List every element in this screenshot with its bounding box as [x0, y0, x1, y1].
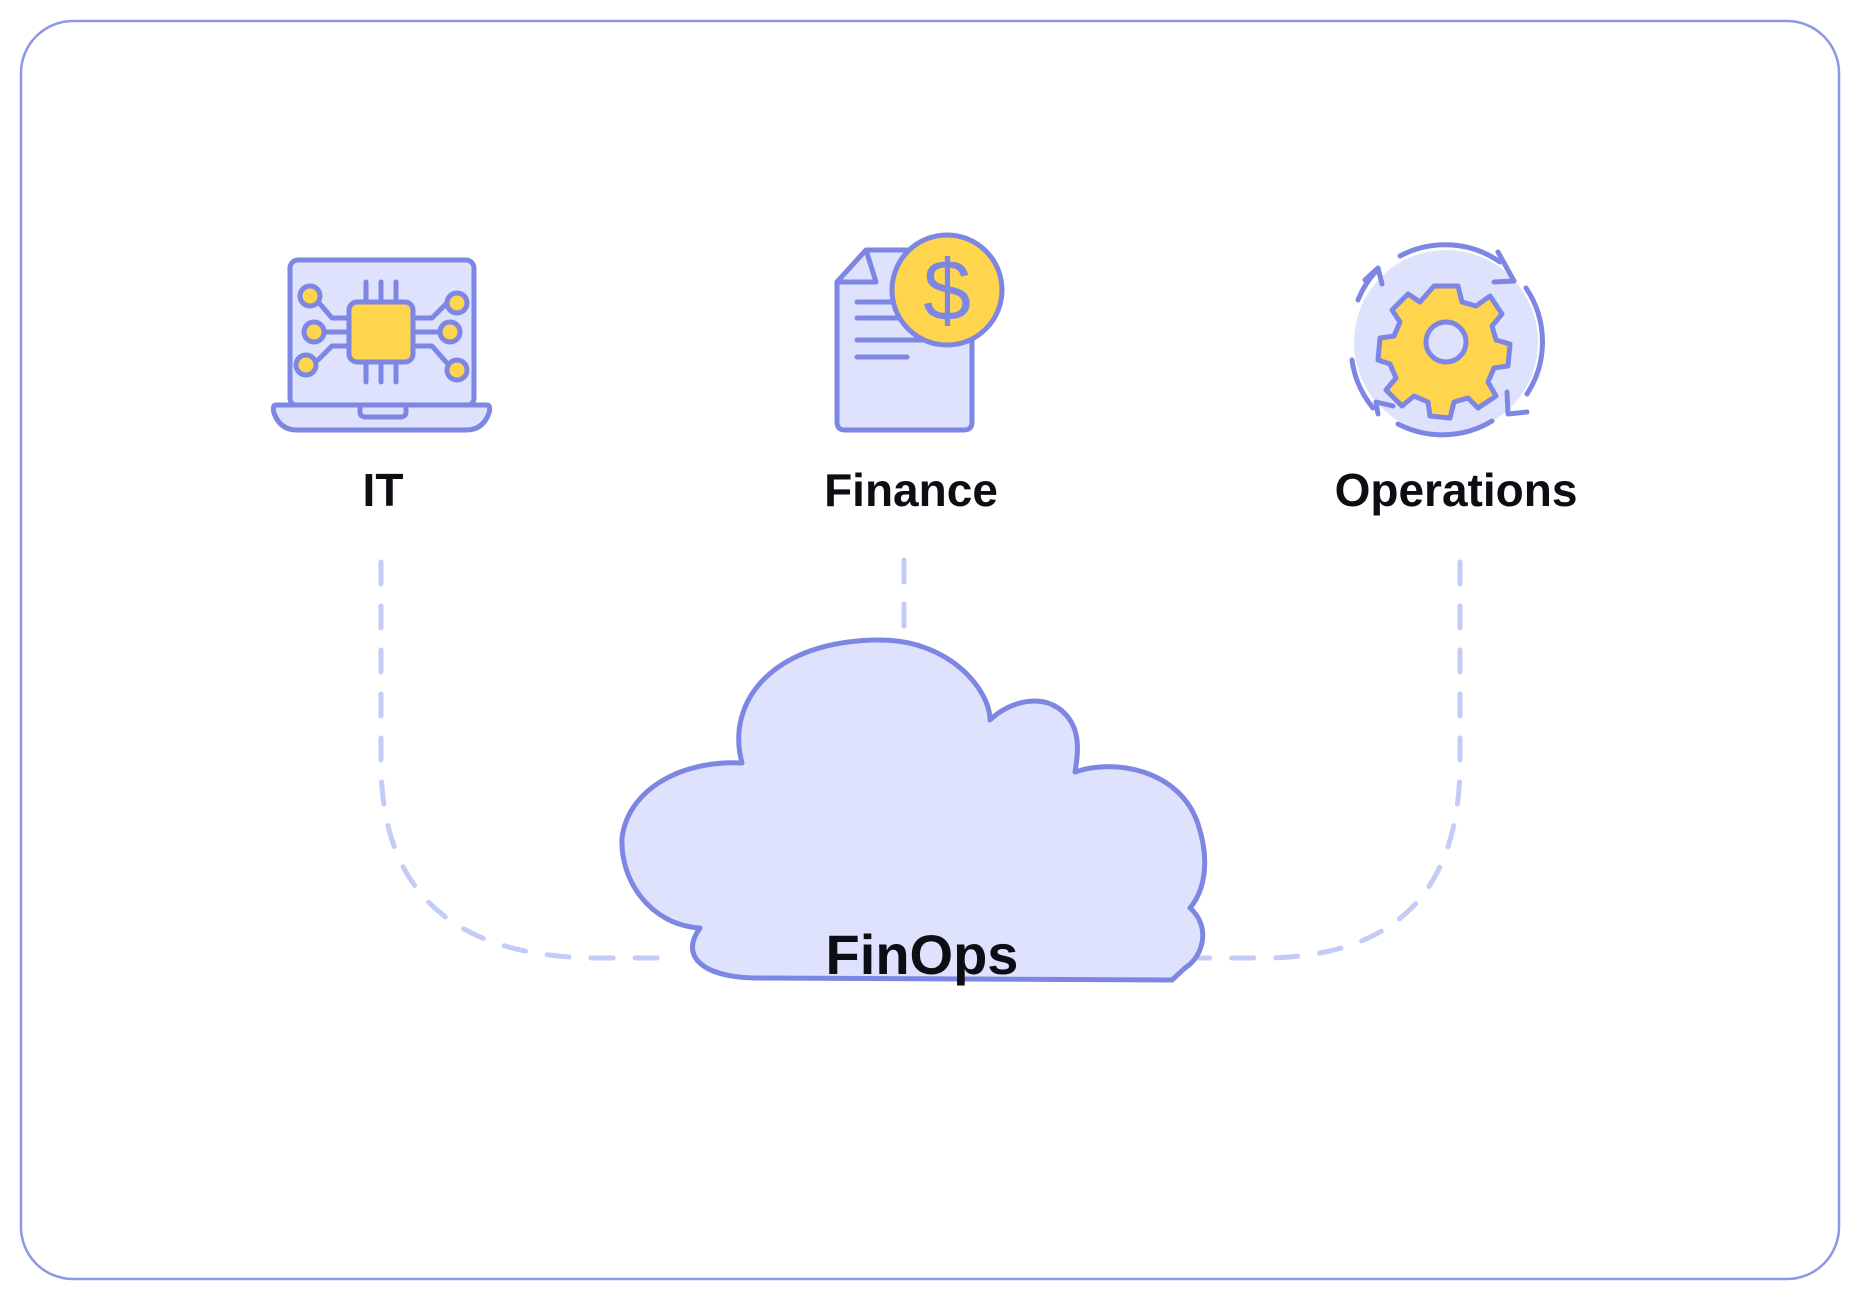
connector-it-finops [378, 559, 663, 961]
dollar-sign: $ [923, 243, 971, 339]
hub-label-finops: FinOps [826, 923, 1019, 986]
connectors [378, 557, 1463, 961]
node-label-finance: Finance [824, 464, 998, 516]
invoice-dollar-icon: $ [834, 232, 1005, 433]
laptop-chip-icon [270, 257, 493, 433]
gear-cycle-icon [1349, 242, 1545, 438]
connector-operations-finops [1139, 559, 1463, 961]
node-label-operations: Operations [1335, 464, 1578, 516]
cloud-icon [619, 637, 1208, 983]
node-label-it: IT [363, 464, 404, 516]
